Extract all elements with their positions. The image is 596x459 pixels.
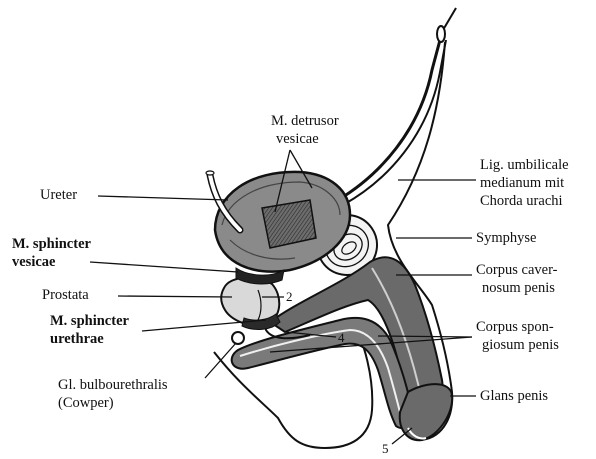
label-prostata: Prostata [42, 287, 89, 304]
label-bulbourethralis-2: (Cowper) [58, 395, 114, 412]
label-detrusor-2: vesicae [276, 131, 319, 148]
label-sphincter-vesicae-1: M. sphincter [12, 236, 91, 253]
label-lig-3: Chorda urachi [480, 193, 563, 210]
urachus-ligament [338, 8, 456, 205]
leader-prostata [118, 296, 232, 297]
label-spongiosum-1: Corpus spon- [476, 319, 554, 336]
number-4: 4 [338, 331, 345, 345]
label-ureter: Ureter [40, 187, 77, 204]
bulbourethral-gland [232, 332, 244, 344]
label-glans: Glans penis [480, 388, 548, 405]
number-5: 5 [382, 442, 389, 456]
label-cavernosum-2: nosum penis [482, 280, 555, 297]
label-cavernosum-1: Corpus caver- [476, 262, 557, 279]
label-lig-2: medianum mit [480, 175, 564, 192]
leader-ureter [98, 196, 228, 200]
label-bulbourethralis-1: Gl. bulbourethralis [58, 377, 168, 394]
label-lig-1: Lig. umbilicale [480, 157, 569, 174]
label-detrusor-1: M. detrusor [271, 113, 339, 130]
label-spongiosum-2: giosum penis [482, 337, 559, 354]
number-2: 2 [286, 290, 293, 304]
label-sphincter-vesicae-2: vesicae [12, 254, 55, 271]
leader-sph-vesicae [90, 262, 238, 272]
label-sphincter-urethrae-2: urethrae [50, 331, 104, 348]
label-sphincter-urethrae-1: M. sphincter [50, 313, 129, 330]
label-symphyse: Symphyse [476, 230, 536, 247]
